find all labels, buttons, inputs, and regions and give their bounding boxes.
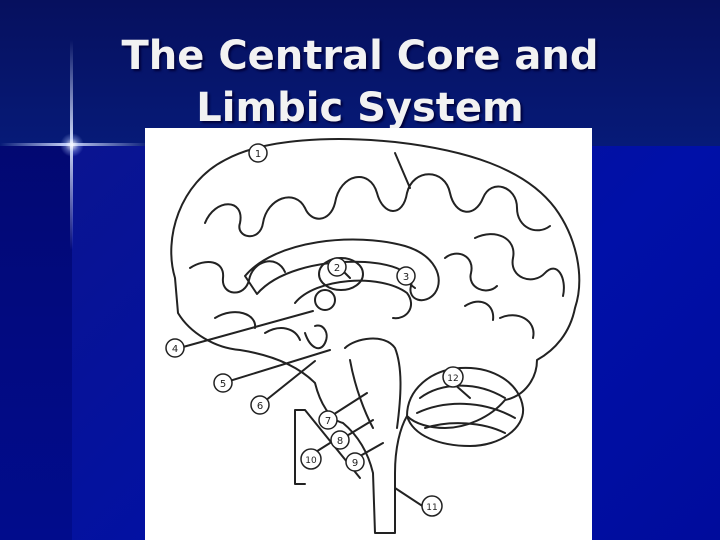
callout-1: 1 <box>248 143 268 163</box>
callout-labels: 1 2 3 4 5 <box>165 143 464 517</box>
callout-10: 10 <box>300 448 322 470</box>
callout-7: 7 <box>318 410 338 430</box>
slide-title: The Central Core and Limbic System <box>80 30 640 134</box>
cortex-gyri <box>189 173 565 341</box>
callout-label-4: 4 <box>172 344 178 355</box>
callout-label-5: 5 <box>220 379 226 390</box>
brain-diagram-svg: 1 2 3 4 5 <box>165 138 581 534</box>
slide-title-line-2: Limbic System <box>196 85 524 131</box>
callout-label-12: 12 <box>447 374 458 384</box>
callout-label-11: 11 <box>426 503 437 513</box>
callout-6: 6 <box>250 395 270 415</box>
callout-4: 4 <box>165 338 185 358</box>
callout-11: 11 <box>421 495 443 517</box>
callout-3: 3 <box>396 266 416 286</box>
callout-12: 12 <box>442 366 464 388</box>
callout-label-8: 8 <box>337 436 343 447</box>
callout-label-3: 3 <box>403 272 409 283</box>
brainstem <box>344 337 402 429</box>
hypothalamus <box>304 324 328 350</box>
fornix <box>294 279 412 320</box>
slide-title-line-1: The Central Core and <box>121 33 599 79</box>
callout-2: 2 <box>327 257 347 277</box>
callout-5: 5 <box>213 373 233 393</box>
thalamus <box>318 257 364 291</box>
callout-8: 8 <box>330 430 350 450</box>
brain-diagram: 1 2 3 4 5 <box>145 128 592 540</box>
callout-label-1: 1 <box>255 149 261 160</box>
cerebellum <box>406 366 525 447</box>
callout-label-2: 2 <box>334 263 340 274</box>
background-top-band <box>0 0 720 146</box>
cerebrum-outline <box>170 138 581 534</box>
callout-label-9: 9 <box>352 458 358 469</box>
star-glow <box>60 133 84 157</box>
callout-label-10: 10 <box>305 456 317 466</box>
callout-9: 9 <box>345 452 365 472</box>
amygdala <box>314 289 336 311</box>
callout-label-7: 7 <box>325 416 331 427</box>
callout-label-6: 6 <box>257 401 263 412</box>
